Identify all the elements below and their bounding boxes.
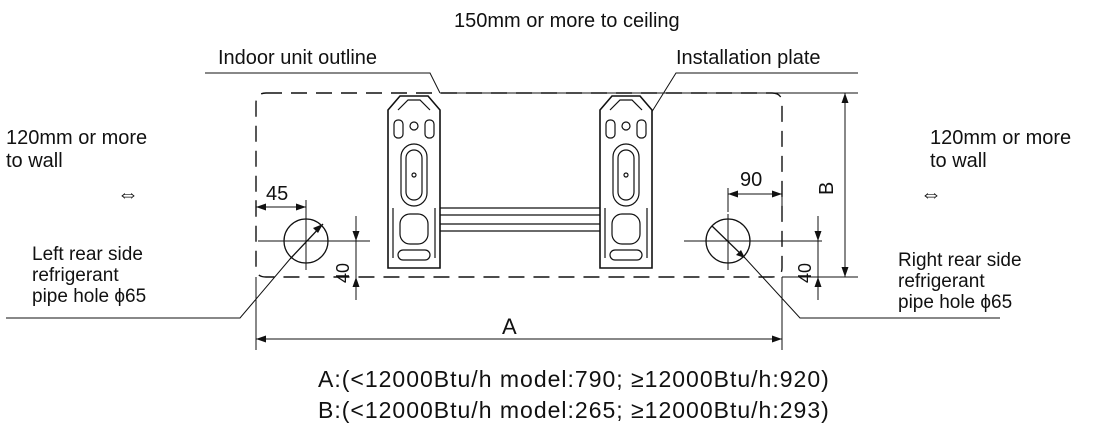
- right-wall-label-1: 120mm or more: [930, 127, 1071, 149]
- plate-label: Installation plate: [676, 47, 821, 69]
- left-pipe-hole: [258, 214, 370, 270]
- ceiling-label: 150mm or more to ceiling: [454, 10, 680, 32]
- plate-crossbars: [440, 207, 600, 232]
- dim-A-label: A: [502, 314, 517, 339]
- left-hole-leader: [6, 258, 291, 319]
- note-b: B:(<12000Btu/h model:265; ≥12000Btu/h:29…: [318, 397, 830, 423]
- left-bracket: [387, 95, 441, 269]
- left-hole-label-3: pipe hole ϕ65: [32, 286, 146, 307]
- right-wall-label-2: to wall: [930, 150, 987, 172]
- left-hole-label-1: Left rear side: [32, 244, 143, 265]
- note-a: A:(<12000Btu/h model:790; ≥12000Btu/h:92…: [318, 366, 830, 392]
- right-hole-label-1: Right rear side: [898, 250, 1022, 271]
- dim-40-right-lines: [814, 216, 822, 300]
- dim-40-right-label: 40: [795, 263, 815, 283]
- right-hole-label-2: refrigerant: [898, 271, 985, 292]
- right-pipe-hole: [684, 214, 822, 270]
- left-hole-label-2: refrigerant: [32, 265, 119, 286]
- outline-label: Indoor unit outline: [218, 47, 377, 69]
- dim-40-left-label: 40: [333, 263, 353, 283]
- dim-B-lines: [782, 92, 858, 278]
- dim-45-lines: [255, 200, 307, 214]
- dim-A-lines: [255, 277, 783, 350]
- left-wall-label-1: 120mm or more: [6, 127, 147, 149]
- left-wall-arrow: ⇔: [117, 181, 139, 206]
- outline-leader: [205, 72, 441, 94]
- dim-90-lines: [727, 188, 783, 212]
- dim-45-label: 45: [266, 183, 288, 205]
- dim-B-label: B: [816, 182, 838, 195]
- right-hole-label-3: pipe hole ϕ65: [898, 292, 1012, 313]
- right-hole-leader: [744, 257, 1000, 319]
- right-bracket: [599, 95, 653, 269]
- indoor-unit-outline: [255, 92, 783, 278]
- dim-90-label: 90: [740, 169, 762, 191]
- left-wall-label-2: to wall: [6, 150, 63, 172]
- plate-leader: [647, 72, 858, 119]
- dim-40-left-lines: [352, 216, 360, 300]
- right-wall-arrow: ⇔: [920, 181, 942, 206]
